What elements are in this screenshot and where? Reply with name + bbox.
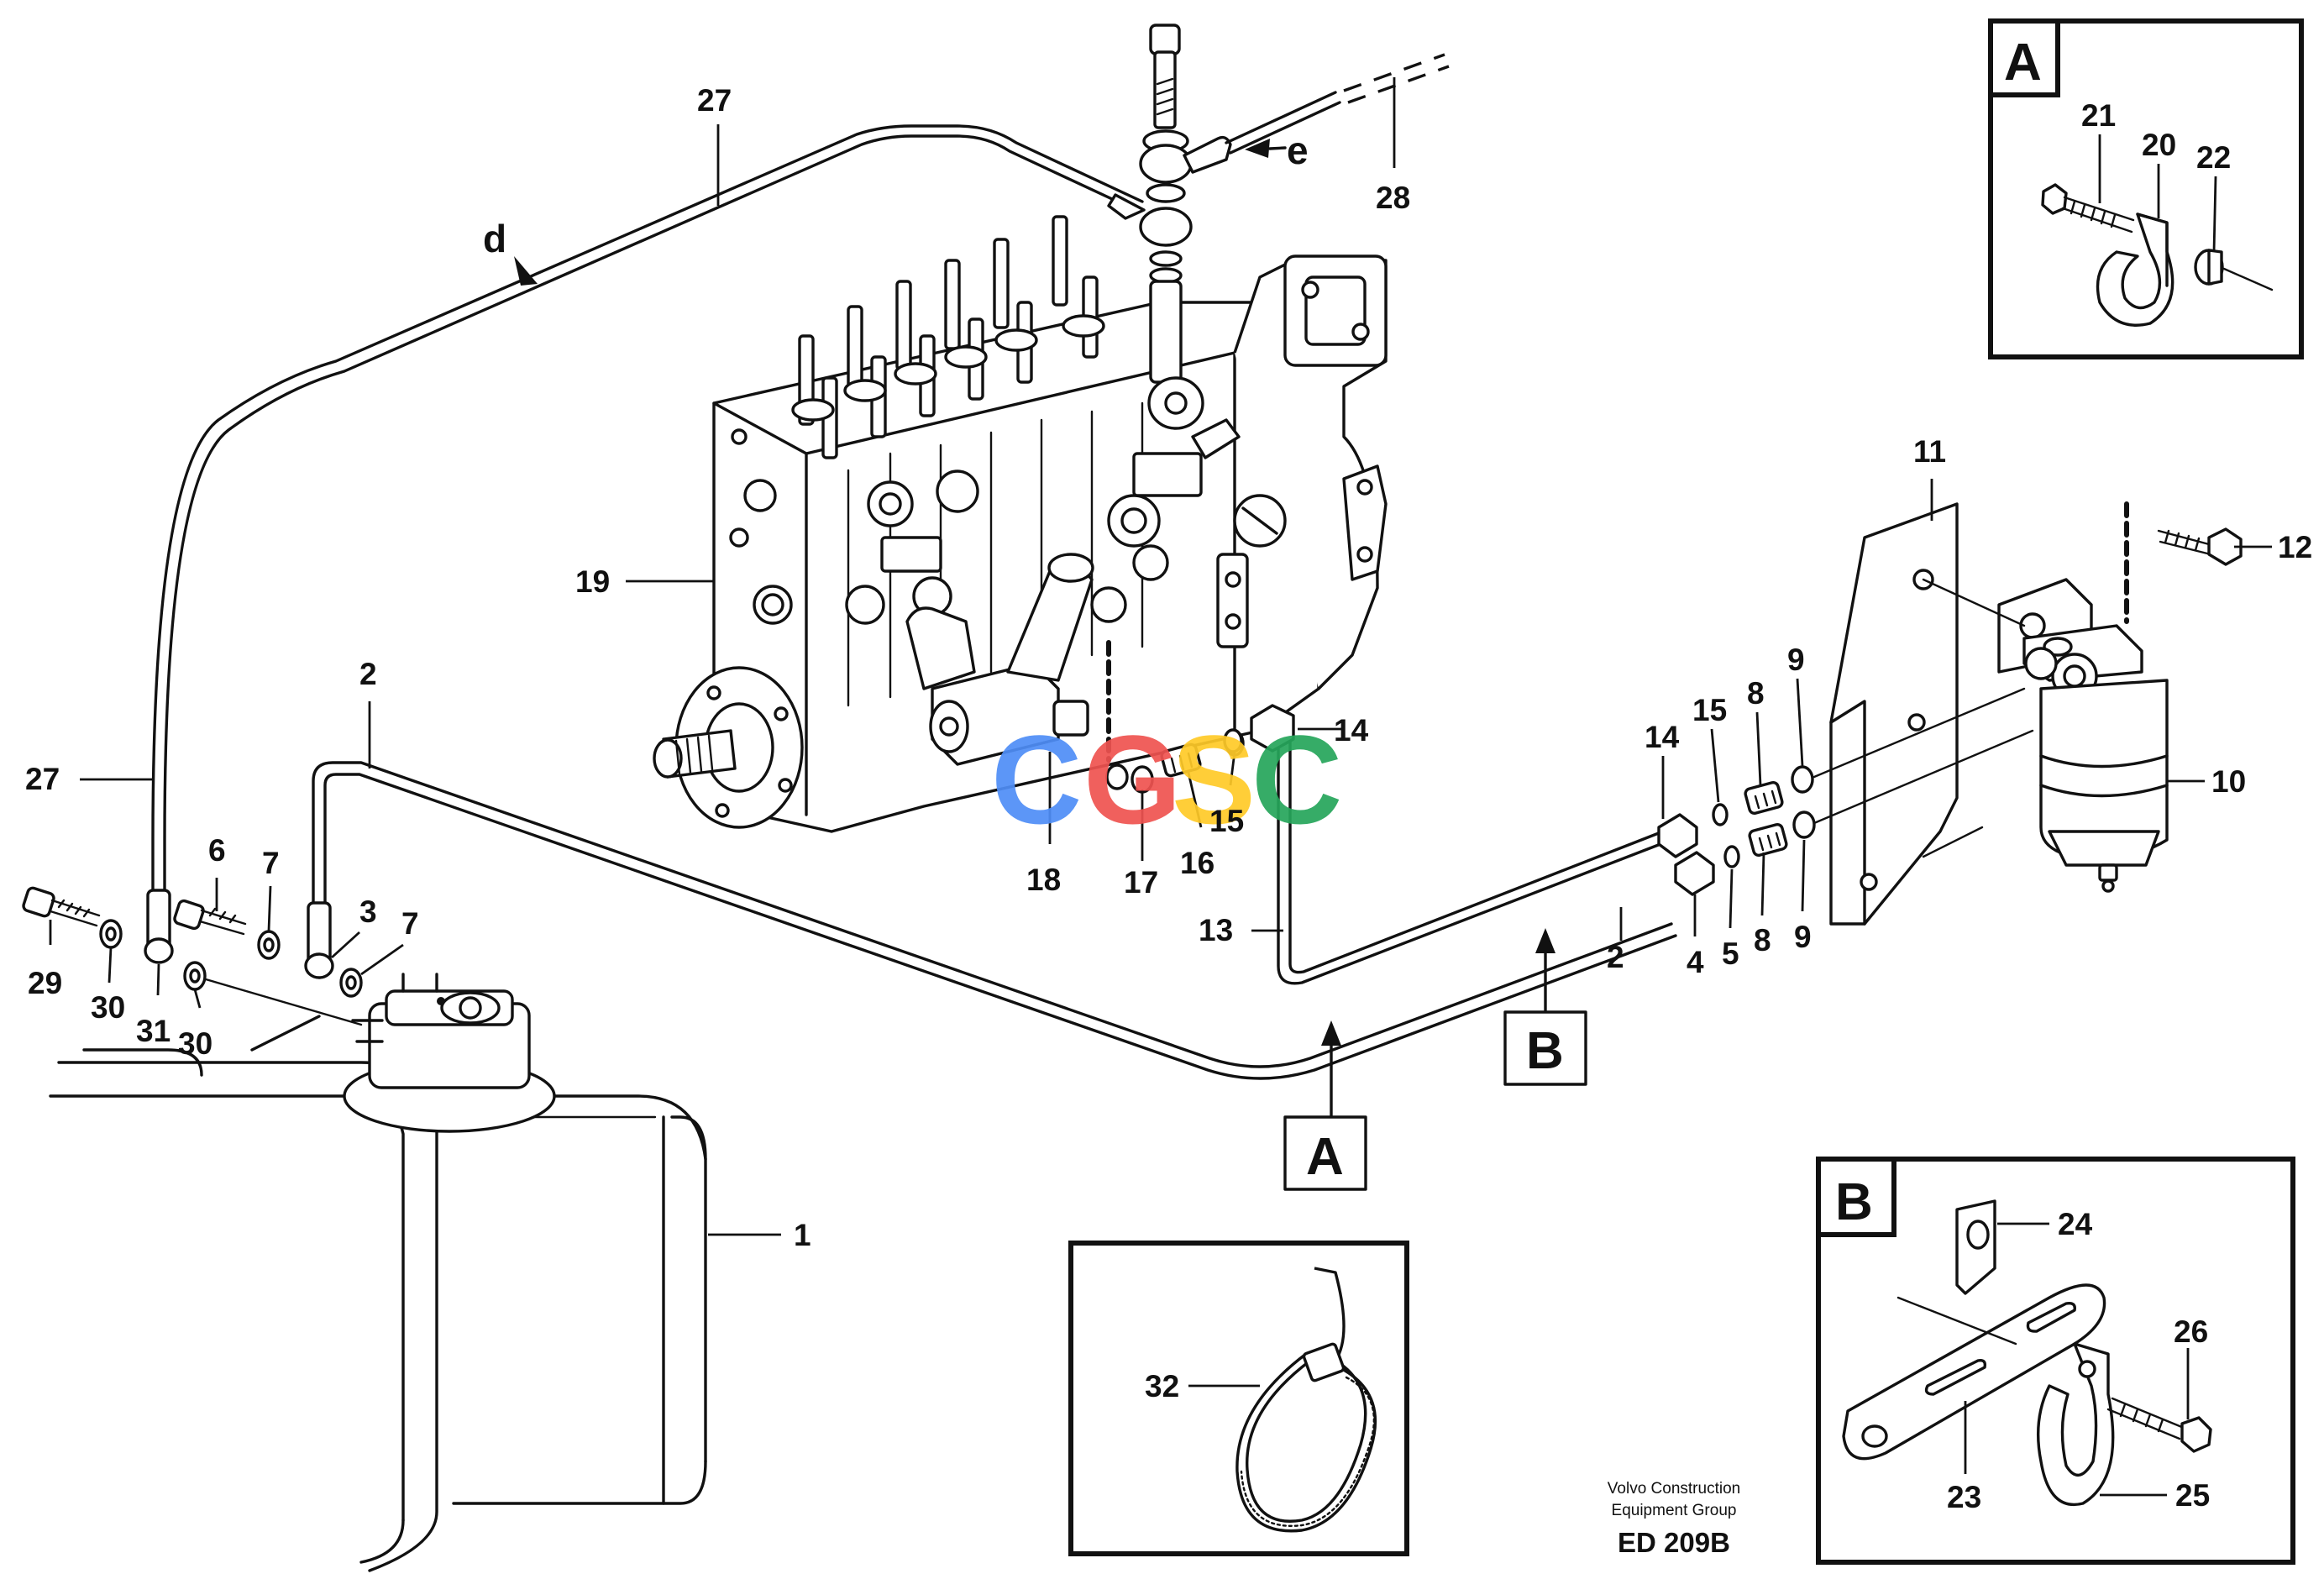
callout-numbers: 27 27 2 2 19 1 13 18 17 16 15 14 28 11 1… <box>25 83 2312 1514</box>
injection-pump <box>653 215 1388 833</box>
callout-30-left: 30 <box>91 990 125 1025</box>
flow-marker-e: e <box>1287 129 1309 172</box>
callout-2-left: 2 <box>359 657 377 691</box>
watermark-letter-1: C <box>991 709 1082 850</box>
callout-9-top: 9 <box>1787 643 1805 677</box>
section-ref-b: B <box>1526 1022 1564 1080</box>
callout-19: 19 <box>575 564 610 599</box>
callout-22: 22 <box>2196 140 2231 175</box>
callout-9-bottom: 9 <box>1794 920 1812 954</box>
watermark-letter-3: S <box>1172 709 1256 850</box>
callout-15-pump: 15 <box>1209 804 1244 838</box>
callout-5: 5 <box>1722 936 1739 971</box>
detail-box-a <box>1988 18 2304 359</box>
callout-3: 3 <box>359 894 377 929</box>
callout-11: 11 <box>1913 434 1946 469</box>
detail-box-b <box>1816 1157 2295 1565</box>
credit-line-2: Equipment Group <box>1612 1502 1737 1519</box>
filter-fittings <box>1223 687 2034 896</box>
callout-7-left: 7 <box>262 846 280 880</box>
detail-box-cable-tie <box>1068 1241 1409 1556</box>
detail-box-a-letter: A <box>2004 34 2042 92</box>
callout-17: 17 <box>1124 865 1158 900</box>
callout-32: 32 <box>1145 1369 1179 1403</box>
callout-23: 23 <box>1947 1480 1981 1514</box>
section-b-box <box>1503 1010 1587 1086</box>
callout-26: 26 <box>2174 1314 2208 1349</box>
callout-14-pump: 14 <box>1334 713 1369 748</box>
callout-30-right: 30 <box>178 1026 212 1061</box>
feed-line-2 <box>312 761 1677 1080</box>
callout-8-bottom: 8 <box>1754 923 1771 957</box>
callout-8-top: 8 <box>1747 676 1765 711</box>
credit-line-1: Volvo Construction <box>1608 1480 1740 1498</box>
callout-18: 18 <box>1026 863 1061 897</box>
watermark: C G S C <box>991 709 1342 850</box>
detail-box-b-letter: B <box>1835 1173 1873 1231</box>
leader-lines <box>49 124 2272 1236</box>
flow-marker-d: d <box>483 217 506 260</box>
section-a-box <box>1283 1115 1367 1191</box>
callout-27-top: 27 <box>697 83 732 118</box>
callout-31: 31 <box>136 1014 170 1048</box>
callout-24: 24 <box>2058 1207 2093 1241</box>
section-ref-a: A <box>1306 1128 1344 1186</box>
drawing-code: ED 209B <box>1618 1527 1730 1558</box>
overflow-valve <box>1107 24 1450 459</box>
callout-16: 16 <box>1180 846 1214 880</box>
callout-4: 4 <box>1687 945 1704 979</box>
tank-fittings <box>22 886 363 1026</box>
callout-28: 28 <box>1376 181 1410 215</box>
watermark-letter-4: C <box>1251 709 1342 850</box>
callout-27-left: 27 <box>25 762 60 796</box>
section-arrows <box>514 256 1555 1119</box>
callout-21: 21 <box>2081 98 2116 133</box>
callout-13: 13 <box>1199 913 1233 947</box>
watermark-letter-2: G <box>1083 709 1182 850</box>
fuel-tank <box>49 973 707 1572</box>
return-line-27 <box>151 124 1144 896</box>
feed-line-13 <box>1277 712 1673 985</box>
callout-6: 6 <box>208 833 226 868</box>
fuel-filter <box>1829 501 2243 926</box>
callout-1: 1 <box>794 1218 811 1252</box>
callout-7-right: 7 <box>401 906 419 941</box>
callout-20: 20 <box>2142 128 2176 162</box>
callout-15-filter: 15 <box>1692 693 1727 727</box>
callout-14-filter: 14 <box>1645 720 1680 754</box>
callout-10: 10 <box>2211 764 2246 799</box>
callout-12: 12 <box>2278 530 2312 564</box>
callout-25: 25 <box>2175 1478 2210 1513</box>
callout-2-right: 2 <box>1607 940 1624 974</box>
callout-29: 29 <box>28 966 62 1000</box>
